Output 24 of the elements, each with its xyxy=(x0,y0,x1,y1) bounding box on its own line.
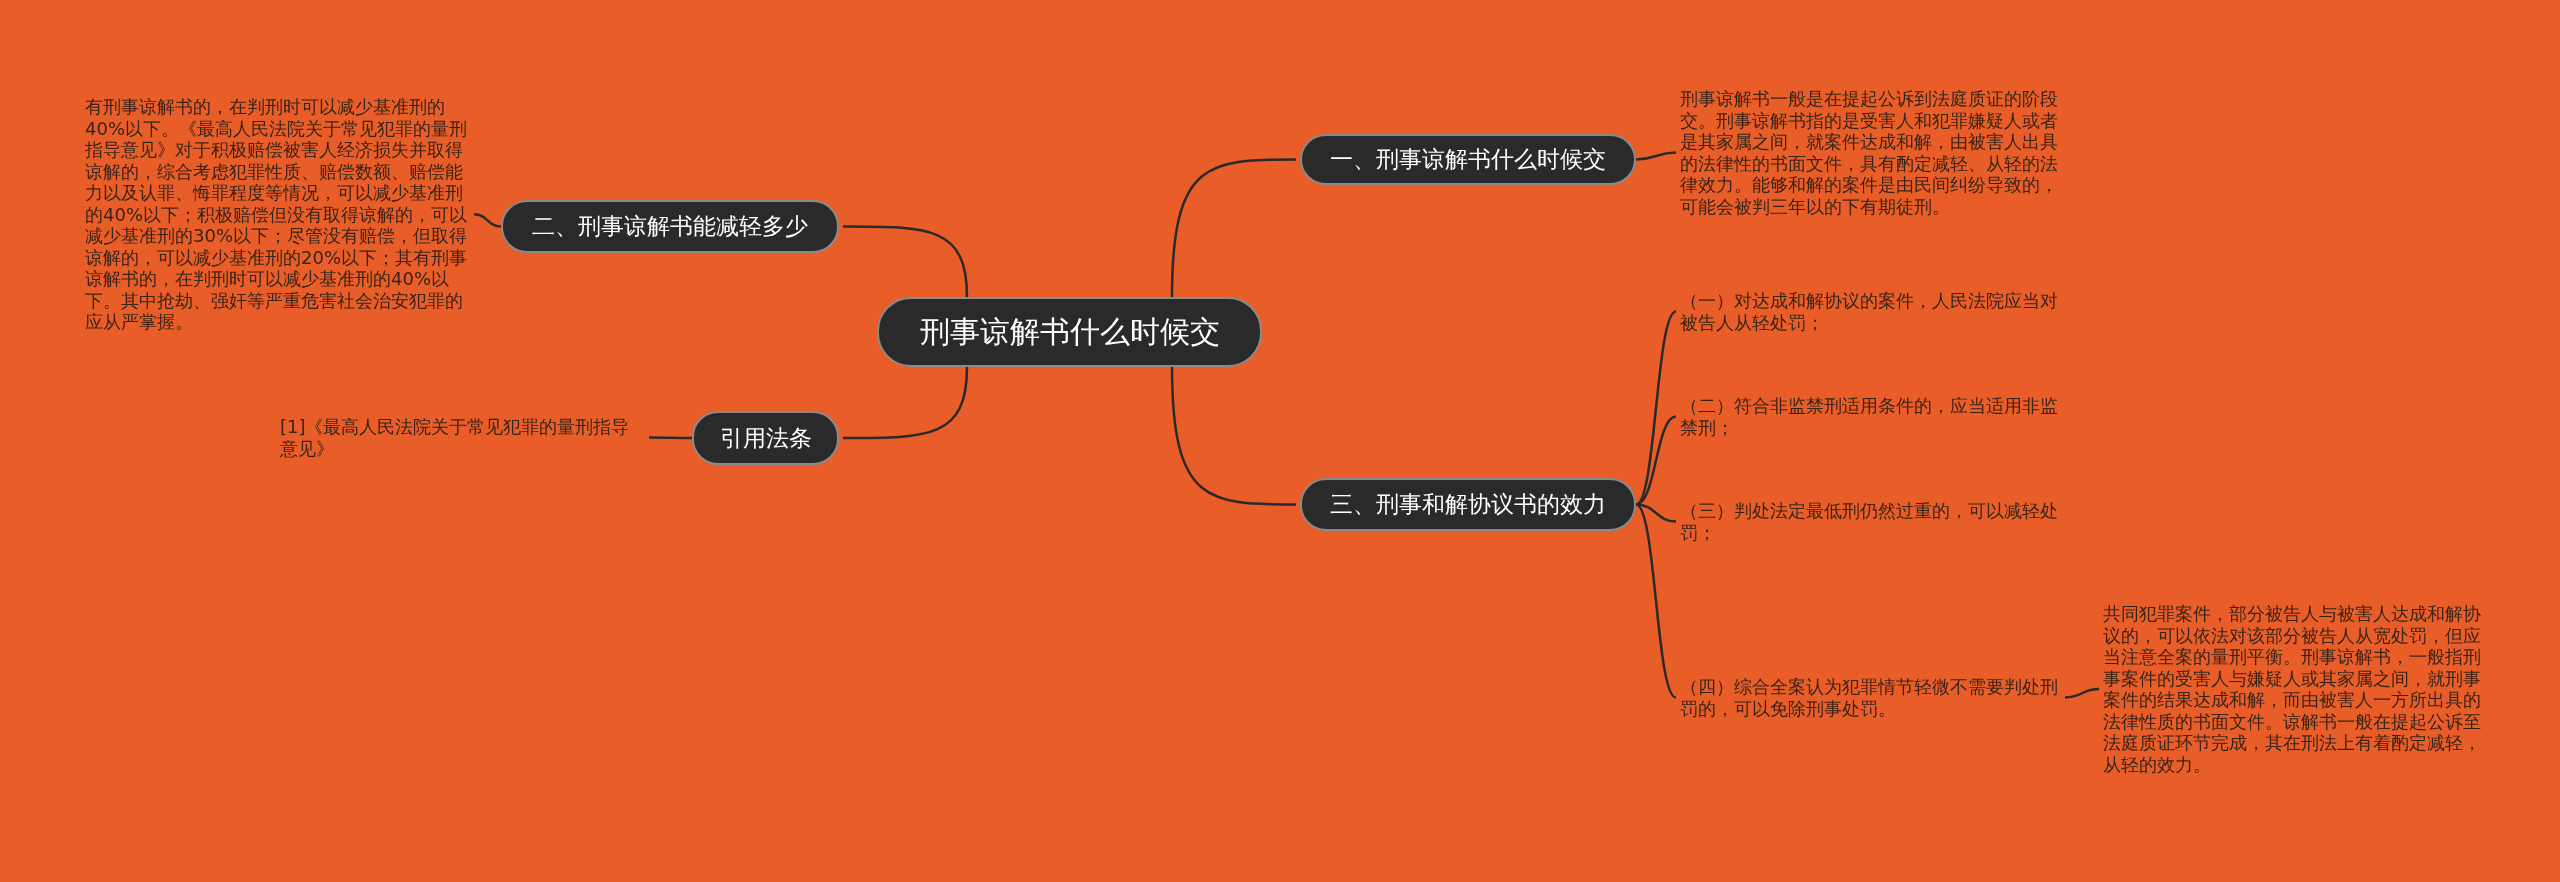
topic-box: 一、刑事谅解书什么时候交 xyxy=(1300,134,1636,185)
connector-line xyxy=(1635,415,1677,506)
note-text: 刑事谅解书一般是在提起公诉到法庭质证的阶段交。刑事谅解书指的是受害人和犯罪嫌疑人或者是其家属之间，就案件达成和解，由被害人出具的法律性的书面文件，具有酌定减轻、从轻的法律效力。能够和解的案件是由民间纠纷导致的，可能会被判三年以的下有期徒刑。 xyxy=(1680,88,2065,217)
note-text: [1]《最高人民法院关于常见犯罪的量刑指导意见》 xyxy=(280,416,645,459)
connector-line xyxy=(1635,151,1677,161)
connector-line xyxy=(843,366,969,440)
note-text: 有刑事谅解书的，在判刑时可以减少基准刑的40%以下。《最高人民法院关于常见犯罪的量刑指导意见》对于积极赔偿被害人经济损失并取得谅解的，综合考虑犯罪性质、赔偿数额、赔偿能力以及认罪、悔罪程度等情况，可以减少基准刑的40%以下；积极赔偿但没有取得谅解的，可以减少基准刑的30%以下；尽管没有赔偿，但取得谅解的，可以减少基准刑的20%以下；其有刑事谅解书的，在判刑时可以减少基准刑的40%以下。其中抢劫、强奸等严重危害社会治安犯罪的应从严掌握。 xyxy=(85,96,470,333)
connector-line xyxy=(2064,687,2100,699)
connector-line xyxy=(649,436,692,440)
note-text: （四）综合全案认为犯罪情节轻微不需要判处刑罚的，可以免除刑事处罚。 xyxy=(1680,676,2065,719)
note-text: （二）符合非监禁刑适用条件的，应当适用非监禁刑； xyxy=(1680,395,2065,438)
note-text: （三）判处法定最低刑仍然过重的，可以减轻处罚； xyxy=(1680,500,2065,543)
connector-line xyxy=(1635,503,1677,699)
topic-box: 三、刑事和解协议书的效力 xyxy=(1300,478,1636,531)
note-text: （一）对达成和解协议的案件，人民法院应当对被告人从轻处罚； xyxy=(1680,290,2065,333)
connector-line xyxy=(1170,366,1296,506)
central-topic: 刑事谅解书什么时候交 xyxy=(877,297,1262,367)
topic-box: 引用法条 xyxy=(692,411,839,465)
connector-line xyxy=(1170,158,1296,298)
note-text: 共同犯罪案件，部分被告人与被害人达成和解协议的，可以依法对该部分被告人从宽处罚，但应当注意全案的量刑平衡。刑事谅解书，一般指刑事案件的受害人与嫌疑人或其家属之间，就刑事案件的结果达成和解，而由被害人一方所出具的法律性质的书面文件。谅解书一般在提起公诉至法庭质证环节完成，其在刑法上有着酌定减轻，从轻的效力。 xyxy=(2103,603,2483,775)
connector-line xyxy=(473,213,502,228)
connector-line xyxy=(1635,310,1677,506)
connector-line xyxy=(843,225,969,298)
topic-box: 二、刑事谅解书能减轻多少 xyxy=(501,200,839,253)
